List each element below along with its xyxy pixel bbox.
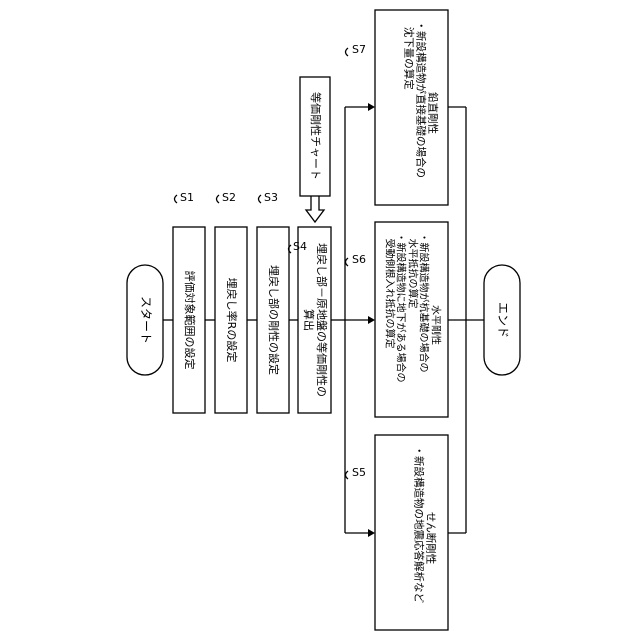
step-label-s6: S6: [352, 253, 366, 266]
chart-to-s4-arrow: [306, 196, 324, 222]
step-label-s2: S2: [222, 191, 236, 204]
s5-label: せん断剛性 ・新設構造物の地震応答解析など: [381, 436, 443, 631]
arrowhead-s7: [368, 103, 375, 111]
s4-line2: 算出: [301, 309, 314, 331]
s7-bullet-1-cont: 沈下量の算定: [402, 21, 414, 90]
s6-bullet-1: ・新設構造物が杭基礎の場合の: [418, 233, 430, 373]
s7-bullet-1: ・新設構造物が直接基礎の場合の: [414, 21, 426, 179]
s3-label: 埋戻し部の剛性の設定: [263, 227, 283, 413]
s6-bullet-1-cont: 水平抵抗の算定: [406, 233, 418, 309]
s6-title: 水平剛性: [429, 305, 441, 345]
end-label: エンド: [492, 265, 512, 375]
start-label: スタート: [135, 265, 155, 375]
chart-label: 等価剛性チャート: [305, 76, 325, 196]
s4-label: 埋戻し部－原地盤の等価剛性の 算出: [295, 227, 333, 413]
s4-line1: 埋戻し部－原地盤の等価剛性の: [314, 243, 327, 397]
arrowhead-s6: [368, 316, 375, 324]
step-label-s4: S4: [293, 240, 307, 253]
s5-title: せん断剛性: [424, 512, 436, 565]
step-label-s3: S3: [264, 191, 278, 204]
s6-bullet-2-cont: 受動側根入れ抵抗の算定: [383, 233, 395, 349]
s1-label: 評価対象範囲の設定: [179, 227, 199, 413]
s2-label: 埋戻し率Rの設定: [221, 227, 241, 413]
s6-bullet-2: ・新設構造物に地下がある場合の: [395, 233, 407, 383]
s7-title: 鉛直剛性: [426, 92, 438, 134]
step-label-s7: S7: [352, 43, 366, 56]
s7-label: 鉛直剛性 ・新設構造物が直接基礎の場合の 沈下量の算定: [381, 11, 443, 206]
s5-bullet-1: ・新設構造物の地震応答解析など: [412, 446, 424, 604]
step-label-s5: S5: [352, 466, 366, 479]
arrowhead-s5: [368, 529, 375, 537]
step-label-s1: S1: [180, 191, 194, 204]
s6-label: 水平剛性 ・新設構造物が杭基礎の場合の 水平抵抗の算定 ・新設構造物に地下がある…: [381, 223, 443, 418]
